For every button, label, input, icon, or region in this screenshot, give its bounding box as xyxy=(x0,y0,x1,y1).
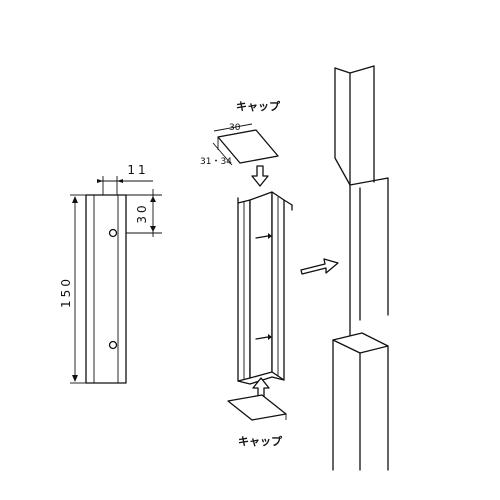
screw-hole-top xyxy=(108,228,118,238)
dimension-height-label: 150 xyxy=(59,276,73,308)
dimension-cap-depth-label: 31・34 xyxy=(200,157,232,167)
cap-bottom-label: キャップ xyxy=(238,434,283,448)
dimension-cap-depth: 31・34 xyxy=(200,142,233,167)
arrow-right-icon xyxy=(300,258,339,275)
arrow-down-icon xyxy=(251,165,269,187)
screw-bottom xyxy=(255,336,269,340)
side-view-bracket xyxy=(85,194,127,384)
dimension-cap-width-label: 30 xyxy=(229,123,241,133)
cap-top-label: キャップ xyxy=(236,99,281,113)
dimension-width-label: 11 xyxy=(127,163,148,177)
screw-hole-bottom xyxy=(108,340,118,350)
dimension-cap-width: 30 xyxy=(213,123,253,133)
channel-post xyxy=(237,191,293,385)
dimension-offset-label: 30 xyxy=(135,202,149,223)
installed-post xyxy=(332,65,389,471)
screw-top xyxy=(255,235,269,239)
dimension-width: 11 xyxy=(97,163,153,195)
bracket-outline xyxy=(85,194,127,384)
dimension-height: 150 xyxy=(59,194,86,384)
cap-bottom xyxy=(227,394,287,421)
dimension-offset: 30 xyxy=(126,189,162,237)
cap-top xyxy=(217,129,279,164)
